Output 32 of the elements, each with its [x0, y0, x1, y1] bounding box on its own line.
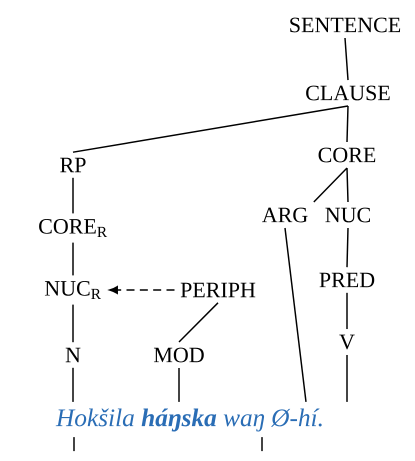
tree-line — [346, 292, 348, 330]
node-label: CORE — [318, 148, 376, 162]
tree-line — [346, 228, 349, 268]
node-label: NUC$_{R}$ — [44, 280, 101, 300]
node-label: CLAUSE — [306, 86, 390, 100]
node-label: SENTENCE — [290, 18, 400, 32]
tree-line — [313, 167, 348, 203]
tree-line — [178, 368, 180, 402]
tree-line — [178, 302, 219, 343]
tree-line — [72, 368, 74, 402]
tree-line — [346, 168, 349, 202]
node-label: V — [339, 334, 355, 350]
tree-line — [72, 304, 74, 342]
node-label: NUC — [325, 208, 370, 222]
tree-line — [284, 228, 307, 402]
tree-line — [261, 437, 263, 452]
tree-line — [72, 105, 348, 153]
node-label: PRED — [320, 272, 374, 288]
node-label: MOD — [154, 348, 204, 362]
tree-line — [72, 178, 74, 214]
node-label: ARG — [262, 208, 308, 222]
node-label: PERIPH — [180, 282, 256, 298]
tree-line — [344, 38, 349, 80]
dashed-arrow — [109, 286, 174, 294]
tree-line — [346, 106, 349, 142]
sentence-text: Hokšila háŋska waŋ Ø-hí. — [56, 408, 322, 432]
tree-line — [73, 437, 75, 452]
tree-line — [346, 354, 348, 402]
tree-line — [72, 242, 74, 276]
node-label: N — [66, 348, 80, 362]
node-label: CORE$_{R}$ — [39, 218, 108, 238]
node-label: RP — [60, 158, 86, 172]
